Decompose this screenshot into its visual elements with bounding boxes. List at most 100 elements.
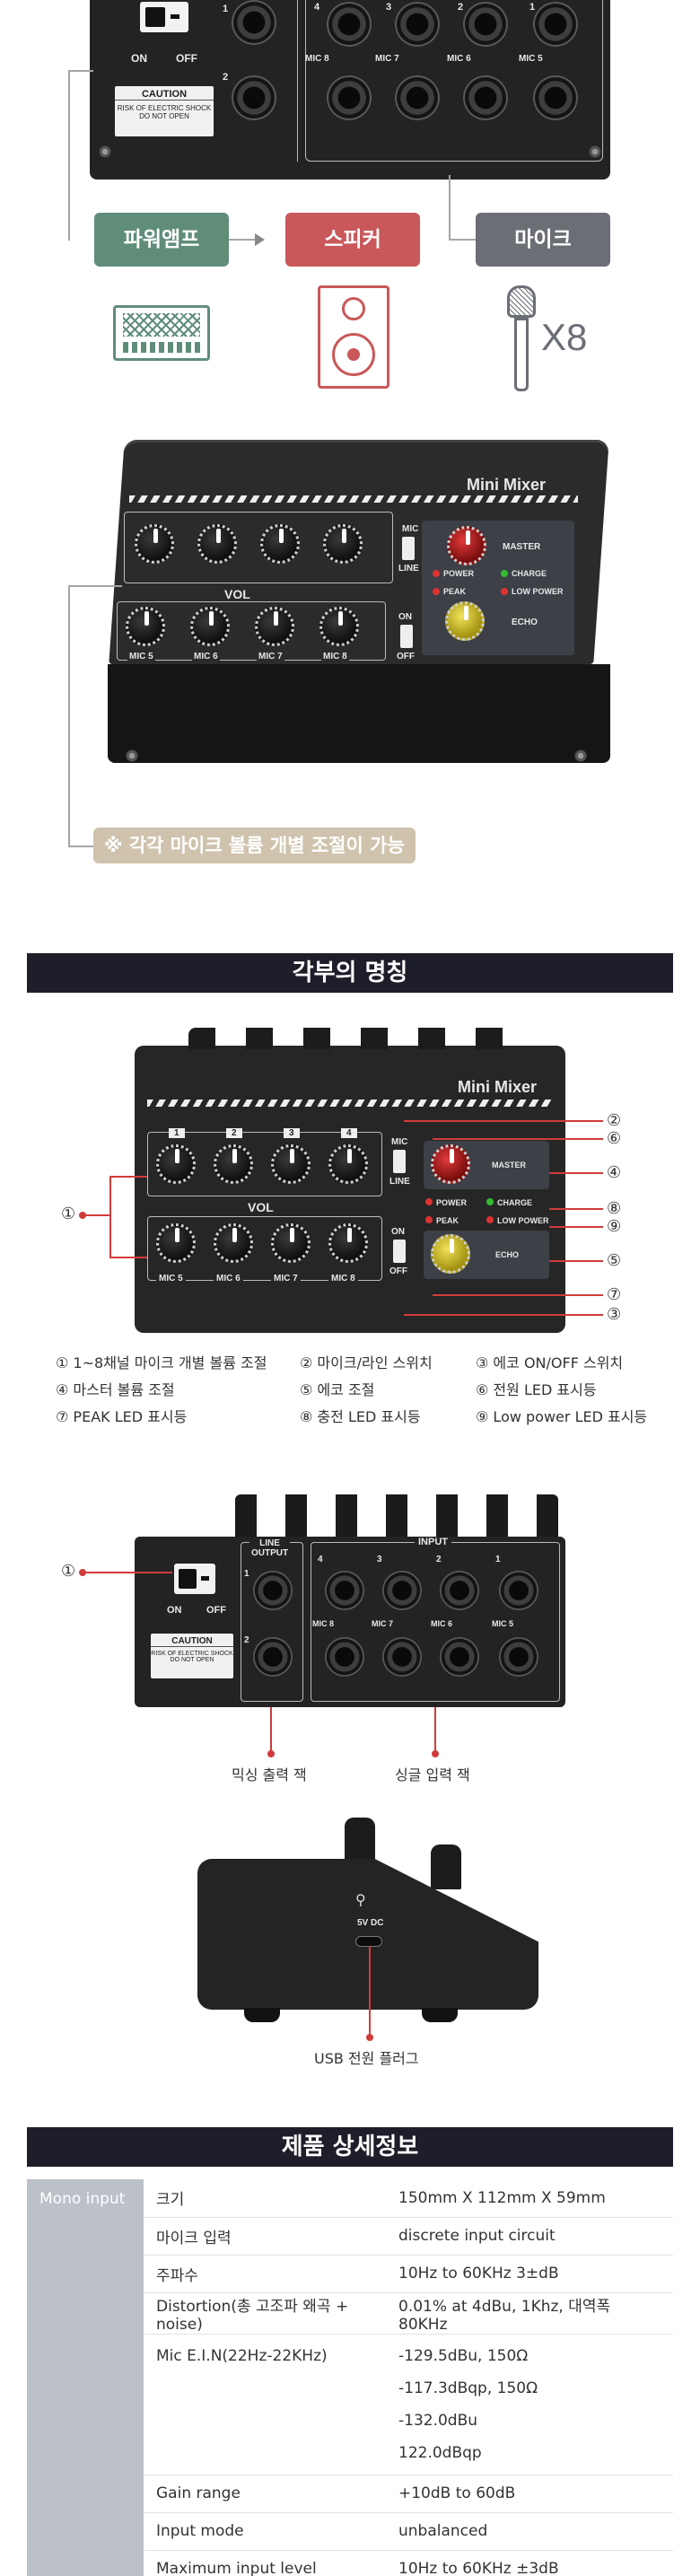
mixer-echo-switch[interactable]: [400, 625, 413, 648]
names-knob-5[interactable]: [156, 1223, 196, 1263]
flow-line-right-vertical: [449, 175, 451, 240]
back-input-jack-top-3[interactable]: [382, 1571, 422, 1610]
back-input-jack-bottom-5[interactable]: [499, 1637, 538, 1677]
back-line-out-jack-1[interactable]: [253, 1571, 293, 1610]
flow-line-right-horizontal: [449, 239, 476, 241]
back-input-jack-bottom-6[interactable]: [440, 1637, 479, 1677]
table-row: 주파수 10Hz to 60KHz 3±dB: [27, 2255, 673, 2293]
back-input-jack-top-4[interactable]: [325, 1571, 364, 1610]
mixer-knob-ch4[interactable]: [323, 524, 363, 564]
side-view-photo: ⚲ 5V DC: [197, 1818, 538, 2024]
table-row: Distortion(총 고조파 왜곡 + noise) 0.01% at 4d…: [27, 2292, 673, 2335]
names-knob-2[interactable]: [214, 1144, 253, 1184]
mixer-knob-ch2[interactable]: [197, 524, 237, 564]
mixer-knob-ch7[interactable]: [255, 607, 294, 646]
line-output-jack-2[interactable]: [232, 75, 276, 120]
mixer-knob-ch6[interactable]: [190, 607, 230, 646]
back-input-jack-bottom-7[interactable]: [382, 1637, 422, 1677]
names-bottom-group: [147, 1216, 382, 1281]
mixer-stripe: [129, 495, 578, 503]
mixer-mic-line-switch[interactable]: [402, 537, 415, 560]
names-mic5: MIC 5: [156, 1274, 186, 1284]
names-charge-led: [486, 1198, 494, 1205]
mixer-knob-ch3[interactable]: [260, 524, 300, 564]
note-line-bottom: [68, 846, 95, 847]
caution-line1: RISK OF ELECTRIC SHOCK: [117, 104, 212, 112]
back-power-switch[interactable]: [174, 1564, 215, 1594]
single-in-label: 싱글 입력 잭: [395, 1766, 470, 1783]
names-knob-4[interactable]: [328, 1144, 368, 1184]
input-jack-top-1[interactable]: [533, 2, 578, 47]
spec-key-frequency: 주파수: [144, 2255, 386, 2293]
marker-9-line: [549, 1226, 603, 1228]
line-output-jack-1[interactable]: [232, 0, 276, 45]
usb-plug-line: [369, 1946, 371, 2037]
mixer-power-label: POWER: [443, 569, 475, 578]
mixer-angle-photo: Mini Mixer MIC LINE VOL MIC 5 MIC 6 MIC …: [108, 440, 619, 772]
mixer-brand: Mini Mixer: [467, 476, 547, 494]
mixer-master-knob[interactable]: [447, 526, 486, 565]
legend-2: ② 마이크/라인 스위치: [300, 1354, 433, 1371]
back-mic-7: MIC 7: [372, 1619, 394, 1628]
legend-4: ④ 마스터 볼륨 조절: [56, 1381, 175, 1398]
screw-left: [99, 145, 111, 158]
mic-count: X8: [541, 316, 588, 358]
names-top-group: [147, 1132, 382, 1196]
flow-arrow-head: [255, 233, 265, 246]
names-knob-1[interactable]: [156, 1144, 196, 1184]
spec-value-ein-3: -132.0dBu: [398, 2411, 478, 2430]
marker-9: ⑨: [607, 1217, 622, 1236]
input-jack-bottom-5[interactable]: [533, 75, 578, 120]
marker-1-line: [83, 1214, 109, 1216]
input-jack-top-4[interactable]: [327, 2, 372, 47]
names-master-knob[interactable]: [431, 1144, 470, 1184]
mixer-knob-ch1[interactable]: [135, 524, 174, 564]
marker-1-dot: [79, 1212, 86, 1219]
back-input-jack-bottom-8[interactable]: [325, 1637, 364, 1677]
spec-key-distortion-sub: (총 고조파 왜곡 + noise): [156, 2297, 349, 2334]
names-power-led: [425, 1198, 433, 1205]
flow-box-speaker: 스피커: [285, 213, 420, 267]
mixer-echo-knob[interactable]: [445, 601, 485, 641]
back-input-jack-top-1[interactable]: [499, 1571, 538, 1610]
spec-key-input-mode: Input mode: [144, 2512, 386, 2551]
usb-plug-label: USB 전원 플러그: [314, 2050, 419, 2067]
spec-key-distortion: Distortion(총 고조파 왜곡 + noise): [144, 2292, 386, 2335]
back-switch-marker-line: [83, 1572, 172, 1573]
names-echo-label: ECHO: [495, 1250, 520, 1259]
mixer-top-knob-group: [124, 512, 393, 583]
mixer-knob-ch5[interactable]: [126, 607, 165, 646]
names-peak-label: PEAK: [436, 1216, 459, 1225]
mixing-out-label: 믹싱 출력 잭: [232, 1766, 307, 1783]
mixer-bottom-mic8: MIC 8: [321, 652, 349, 662]
mixing-out-line: [270, 1707, 272, 1754]
input-jack-bottom-6[interactable]: [463, 75, 508, 120]
flow-box-amp: 파워앰프: [94, 213, 229, 267]
input-jack-bottom-8[interactable]: [327, 75, 372, 120]
names-knob-8[interactable]: [328, 1223, 368, 1263]
input-jack-bottom-7[interactable]: [395, 75, 440, 120]
back-line-out-jack-2[interactable]: [253, 1637, 293, 1677]
names-mic-line-switch[interactable]: [393, 1150, 406, 1173]
mixer-knob-ch8[interactable]: [319, 607, 359, 646]
input-jack-top-2[interactable]: [463, 2, 508, 47]
names-knob-7[interactable]: [271, 1223, 311, 1263]
marker-4: ④: [607, 1163, 622, 1182]
legend-5: ⑤ 에코 조절: [300, 1381, 375, 1398]
power-switch[interactable]: [140, 2, 188, 32]
back-input-jack-top-2[interactable]: [440, 1571, 479, 1610]
legend-9: ⑨ Low power LED 표시등: [476, 1408, 648, 1425]
mixer-charge-led: [501, 570, 508, 577]
names-knob-3[interactable]: [271, 1144, 311, 1184]
names-echo-knob[interactable]: [431, 1234, 470, 1274]
spec-table: Mono input 크기 150mm X 112mm X 59mm 마이크 입…: [27, 2179, 673, 2576]
single-in-dot: [432, 1750, 439, 1757]
input-num-2: 2: [458, 2, 464, 13]
line-output-area: [215, 0, 298, 162]
input-jack-top-3[interactable]: [395, 2, 440, 47]
names-off-label: OFF: [389, 1266, 407, 1276]
speaker-icon: [318, 285, 389, 389]
names-knob-6[interactable]: [214, 1223, 253, 1263]
mixer-front-screw-right: [574, 749, 587, 762]
names-echo-switch[interactable]: [393, 1240, 406, 1263]
